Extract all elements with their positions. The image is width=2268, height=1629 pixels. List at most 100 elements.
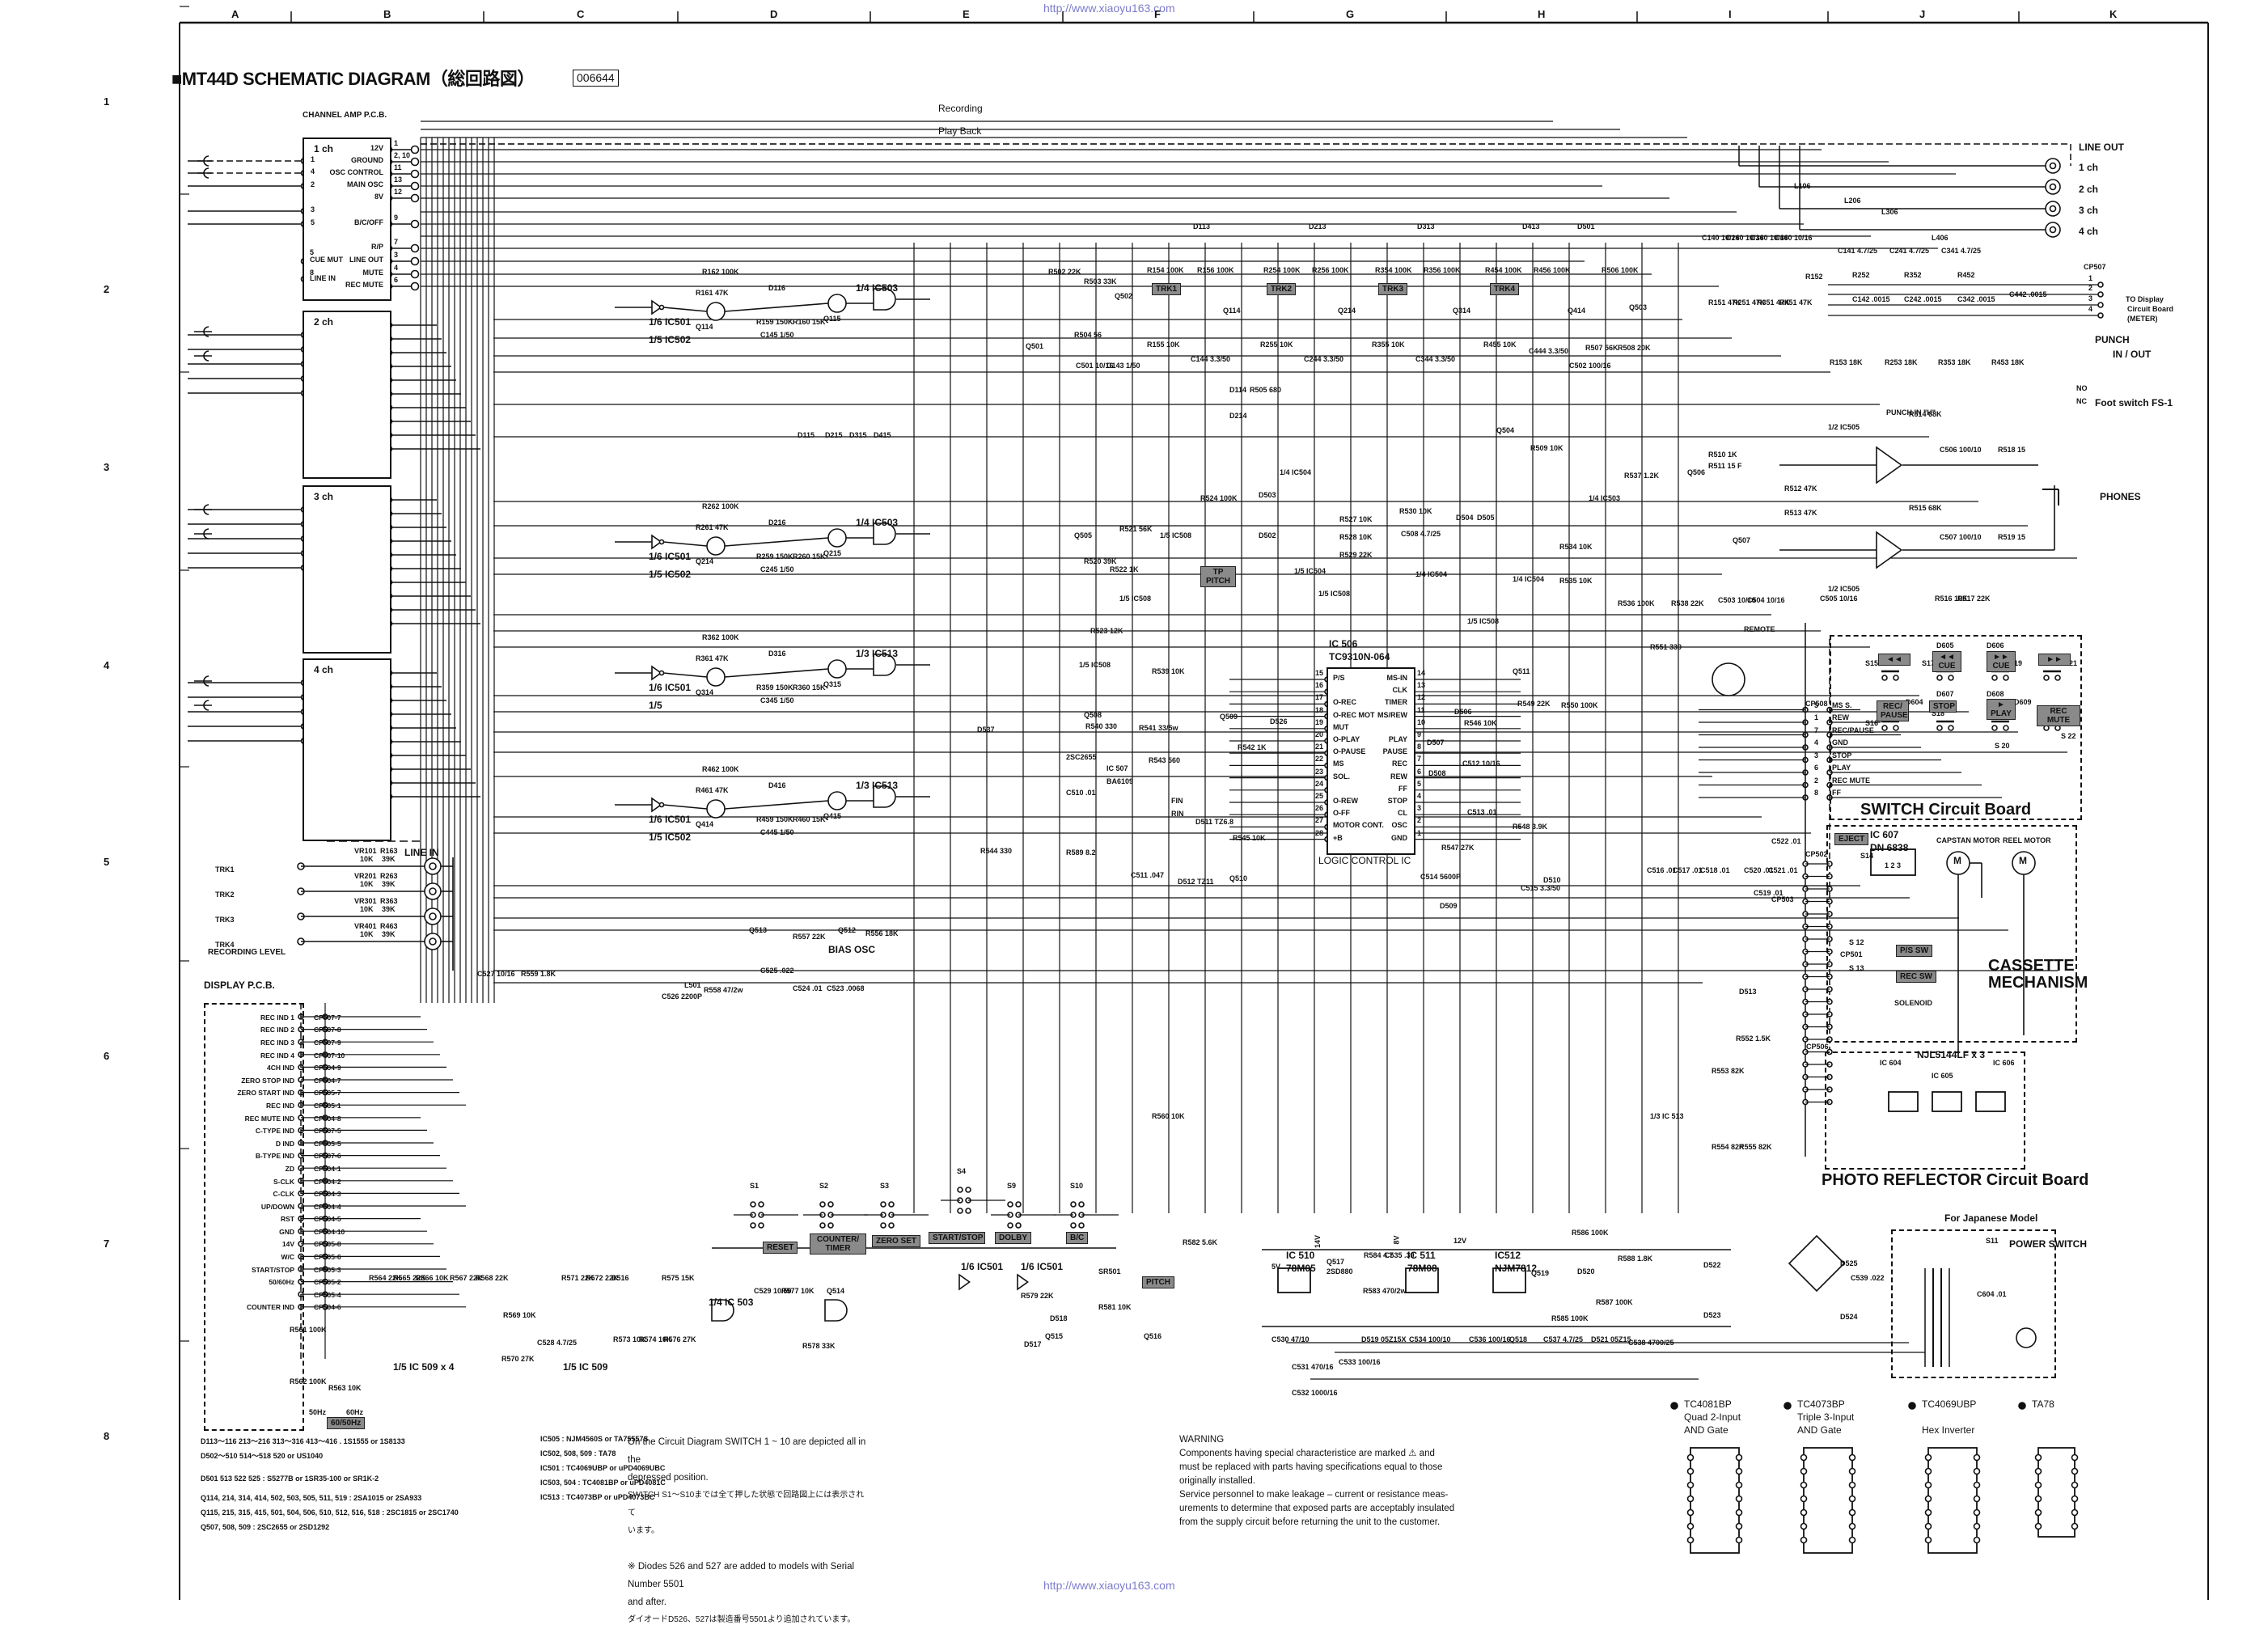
component-label: R535 10K bbox=[1559, 577, 1593, 585]
component-label: C440 10/16 bbox=[1775, 234, 1813, 242]
row-label: 3 bbox=[104, 461, 110, 473]
rew-key[interactable]: ◄◄ bbox=[1878, 654, 1910, 666]
component-label: Q508 bbox=[1084, 711, 1102, 719]
signal-name: 50/60Hz bbox=[269, 1278, 294, 1287]
panel-switch-s1[interactable]: RESET bbox=[763, 1242, 798, 1254]
ic506-pin-label: OSC bbox=[1391, 821, 1407, 830]
component-label: D215 bbox=[825, 431, 843, 439]
node bbox=[1015, 1222, 1022, 1229]
pot-value: 10K bbox=[360, 930, 374, 938]
rec-pause-key[interactable]: REC/ PAUSE bbox=[1877, 700, 1909, 721]
play-key[interactable]: ► PLAY bbox=[1987, 699, 2016, 720]
buffer-label: 1/5 IC502 bbox=[649, 831, 692, 843]
pinout-desc: Quad 2-Input bbox=[1684, 1411, 1741, 1423]
component-label: L501 bbox=[684, 981, 701, 989]
inverter-label: 1/6 IC501 bbox=[649, 316, 692, 328]
component-label: C510 .01 bbox=[1066, 789, 1096, 797]
ic506-pin-label: MS bbox=[1333, 759, 1344, 768]
capstan-motor-symbol: M bbox=[1953, 855, 1961, 866]
component-label: D521 05Z15 bbox=[1591, 1335, 1631, 1343]
connector-pin: CP504-6 bbox=[314, 1303, 341, 1312]
pot-label: VR101 bbox=[354, 847, 377, 855]
component-label: D505 bbox=[1477, 514, 1495, 522]
component-label: IN / OUT bbox=[2113, 349, 2152, 360]
component-label: 1/5 IC508 bbox=[1079, 661, 1111, 669]
component-label: 1/6 IC501 bbox=[1021, 1261, 1064, 1272]
transistor-icon bbox=[706, 302, 726, 321]
resistor-value: 39K bbox=[382, 930, 396, 938]
component-label: Q414 bbox=[1568, 307, 1586, 315]
component-label: Q509 bbox=[1220, 713, 1238, 721]
pin-number: 14 bbox=[1417, 669, 1426, 677]
signal-name: REC MUTE IND bbox=[244, 1114, 294, 1123]
ic506-pin-label: SOL. bbox=[1333, 772, 1351, 781]
watermark-top: http://www.xiaoyu163.com bbox=[1043, 2, 1175, 15]
ff-key[interactable]: ►► bbox=[2038, 654, 2071, 666]
component-label: C502 100/16 bbox=[1569, 362, 1611, 370]
transistor-icon bbox=[827, 294, 847, 313]
panel-switch-s3[interactable]: ZERO SET bbox=[872, 1235, 921, 1247]
component-label: C507 100/10 bbox=[1940, 533, 1982, 541]
stop-key[interactable]: STOP bbox=[1929, 700, 1957, 713]
ps-switch[interactable]: P/S SW bbox=[1896, 945, 1933, 957]
pin-number: 12 bbox=[1417, 693, 1426, 702]
trk2-indicator[interactable]: TRK2 bbox=[1267, 283, 1297, 295]
ic607-box bbox=[1870, 848, 1916, 876]
rec-switch[interactable]: REC SW bbox=[1896, 971, 1936, 983]
trk1-indicator[interactable]: TRK1 bbox=[1152, 283, 1182, 295]
connector-pin: CP505-8 bbox=[314, 1240, 341, 1249]
trk4-indicator[interactable]: TRK4 bbox=[1490, 283, 1520, 295]
component-label: C539 .022 bbox=[1851, 1274, 1885, 1282]
panel-switch-s4[interactable]: START/STOP bbox=[929, 1232, 985, 1244]
switch-note-line: On the Circuit Diagram SWITCH 1 ~ 10 are… bbox=[628, 1437, 866, 1465]
eject-key[interactable]: EJECT bbox=[1834, 833, 1869, 845]
and-gate-label: 1/3 IC513 bbox=[856, 648, 899, 659]
pin-number: 8 bbox=[1417, 743, 1422, 751]
signal-name: START/STOP bbox=[251, 1265, 294, 1274]
tp-pitch-testpoint[interactable]: TP PITCH bbox=[1200, 566, 1236, 587]
node bbox=[888, 1201, 895, 1208]
resistor-label: R260 15K bbox=[793, 552, 826, 561]
component-label: R253 18K bbox=[1885, 358, 1918, 366]
component-label: L106 bbox=[1794, 182, 1811, 190]
component-label: C341 4.7/25 bbox=[1941, 247, 1982, 255]
component-label: R156 100K bbox=[1197, 266, 1234, 274]
component-label: R530 10K bbox=[1399, 507, 1432, 515]
resistor-label: R460 15K bbox=[793, 815, 826, 823]
node bbox=[1070, 1201, 1077, 1208]
component-label: R554 82K bbox=[1712, 1143, 1745, 1151]
component-label: R560 10K bbox=[1152, 1112, 1185, 1120]
pot-label: VR301 bbox=[354, 897, 377, 905]
component-label: C536 100/16 bbox=[1469, 1335, 1511, 1343]
panel-switch-s10[interactable]: B/C bbox=[1066, 1232, 1089, 1244]
panel-switch-s9[interactable]: DOLBY bbox=[995, 1232, 1031, 1244]
component-label: R507 56K bbox=[1585, 344, 1618, 352]
rec-mute-key[interactable]: REC MUTE bbox=[2037, 705, 2080, 726]
legend-recording: Recording bbox=[938, 103, 983, 114]
cue-ff-key[interactable]: ►► CUE bbox=[1987, 651, 2016, 672]
page-title: ■MT44D SCHEMATIC DIAGRAM（総回路図） bbox=[171, 69, 535, 89]
component-label: C518 .01 bbox=[1700, 866, 1730, 874]
column-label: F bbox=[1154, 8, 1161, 20]
display-pcb-title: DISPLAY P.C.B. bbox=[204, 980, 275, 991]
pot-value: 10K bbox=[360, 855, 374, 863]
node bbox=[1070, 1222, 1077, 1229]
signal-name: ZERO STOP IND bbox=[241, 1076, 294, 1085]
pot-label: VR201 bbox=[354, 872, 377, 880]
cue-rew-key[interactable]: ◄◄ CUE bbox=[1932, 651, 1961, 672]
component-label: L306 bbox=[1881, 208, 1898, 216]
parts-note-line: D502～510 514～518 520 or US1040 bbox=[201, 1452, 324, 1460]
signal-name: REC IND bbox=[266, 1101, 294, 1110]
component-label: C524 .01 bbox=[793, 984, 823, 992]
component-label: R539 10K bbox=[1152, 667, 1185, 675]
track-label: TRK4 bbox=[215, 941, 235, 949]
panel-switch-s2[interactable]: COUNTER/ TIMER bbox=[810, 1233, 866, 1255]
component-label: D511 TZ6.8 bbox=[1195, 818, 1234, 826]
trk3-indicator[interactable]: TRK3 bbox=[1378, 283, 1408, 295]
hz-select-switch[interactable]: 60/50Hz bbox=[327, 1417, 366, 1429]
wire bbox=[662, 541, 708, 547]
bridge-rectifier-icon bbox=[1788, 1234, 1846, 1293]
component-label: R519 15 bbox=[1998, 533, 2026, 541]
pitch-control[interactable]: PITCH bbox=[1142, 1276, 1174, 1288]
